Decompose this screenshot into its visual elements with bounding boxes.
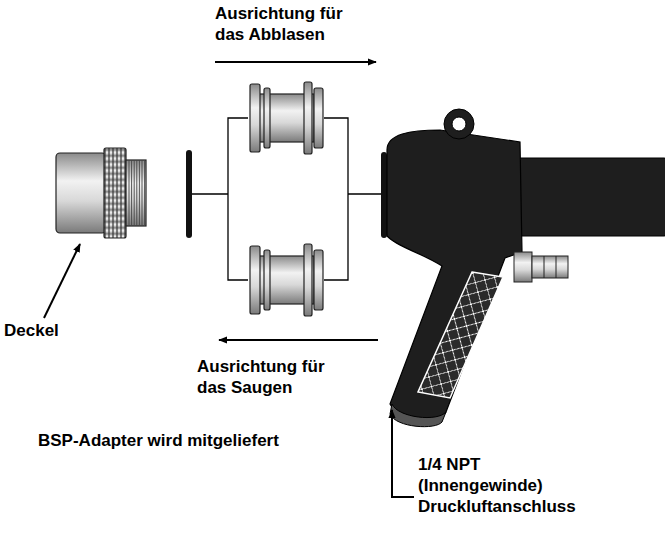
cap: [56, 148, 146, 238]
leader-line: [44, 244, 80, 318]
blow-gun: [387, 109, 665, 427]
adapter-pair: [250, 82, 323, 316]
annotation-label: BSP-Adapter wird mitgeliefert: [38, 430, 358, 451]
o-ring: [381, 152, 387, 238]
annotation-label: 1/4 NPT (Innengewinde) Druckluftanschlus…: [418, 454, 590, 517]
direction-arrow: [219, 339, 378, 341]
annotation-label: Ausrichtung für das Abblasen: [215, 3, 365, 45]
o-ring: [186, 150, 192, 238]
direction-arrow: [215, 61, 376, 63]
annotation-label: Ausrichtung für das Saugen: [197, 356, 347, 398]
annotation-label: Deckel: [4, 320, 94, 341]
leader-line: [392, 410, 414, 497]
